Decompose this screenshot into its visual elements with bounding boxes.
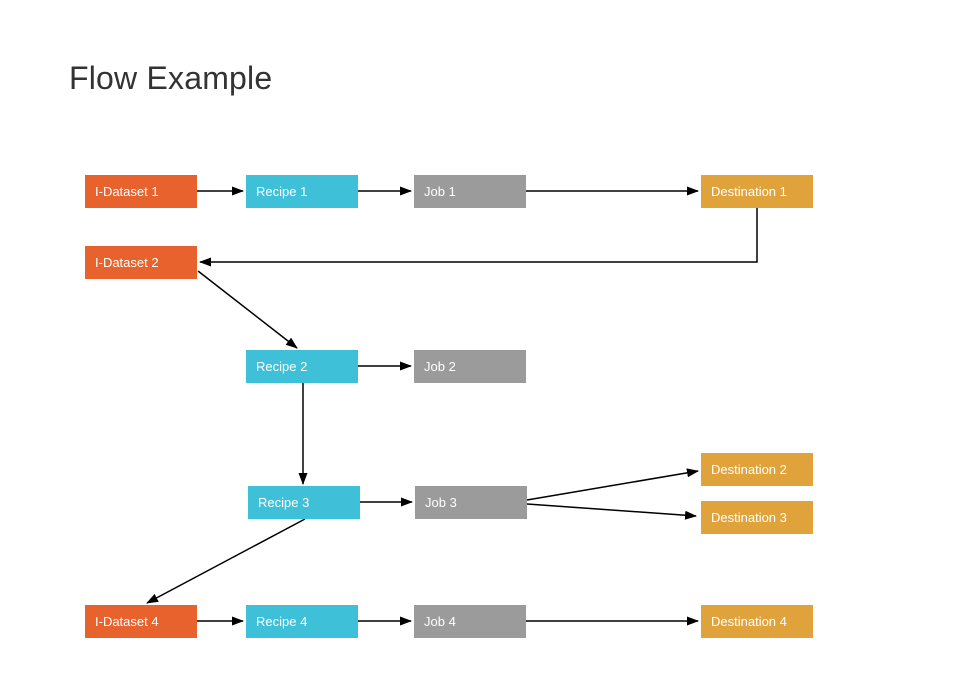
node-i-dataset-1[interactable]: I-Dataset 1 xyxy=(85,175,197,208)
page-title: Flow Example xyxy=(69,60,273,96)
node-i-dataset-4[interactable]: I-Dataset 4 xyxy=(85,605,197,638)
node-job-3[interactable]: Job 3 xyxy=(415,486,527,519)
edge-i-dataset-2-to-recipe-2 xyxy=(197,270,298,349)
edge-job-3-to-destination-3 xyxy=(526,503,697,520)
node-destination-1[interactable]: Destination 1 xyxy=(701,175,813,208)
node-recipe-1[interactable]: Recipe 1 xyxy=(246,175,358,208)
edge-job-3-to-destination-2 xyxy=(526,468,699,501)
node-recipe-2[interactable]: Recipe 2 xyxy=(246,350,358,383)
edge-recipe-3-to-i-dataset-4 xyxy=(146,518,306,604)
node-destination-3[interactable]: Destination 3 xyxy=(701,501,813,534)
node-job-1[interactable]: Job 1 xyxy=(414,175,526,208)
node-recipe-3[interactable]: Recipe 3 xyxy=(248,486,360,519)
node-destination-2[interactable]: Destination 2 xyxy=(701,453,813,486)
node-job-2[interactable]: Job 2 xyxy=(414,350,526,383)
node-recipe-4[interactable]: Recipe 4 xyxy=(246,605,358,638)
edge-destination-1-to-i-dataset-2 xyxy=(199,208,758,267)
node-job-4[interactable]: Job 4 xyxy=(414,605,526,638)
node-i-dataset-2[interactable]: I-Dataset 2 xyxy=(85,246,197,279)
node-destination-4[interactable]: Destination 4 xyxy=(701,605,813,638)
